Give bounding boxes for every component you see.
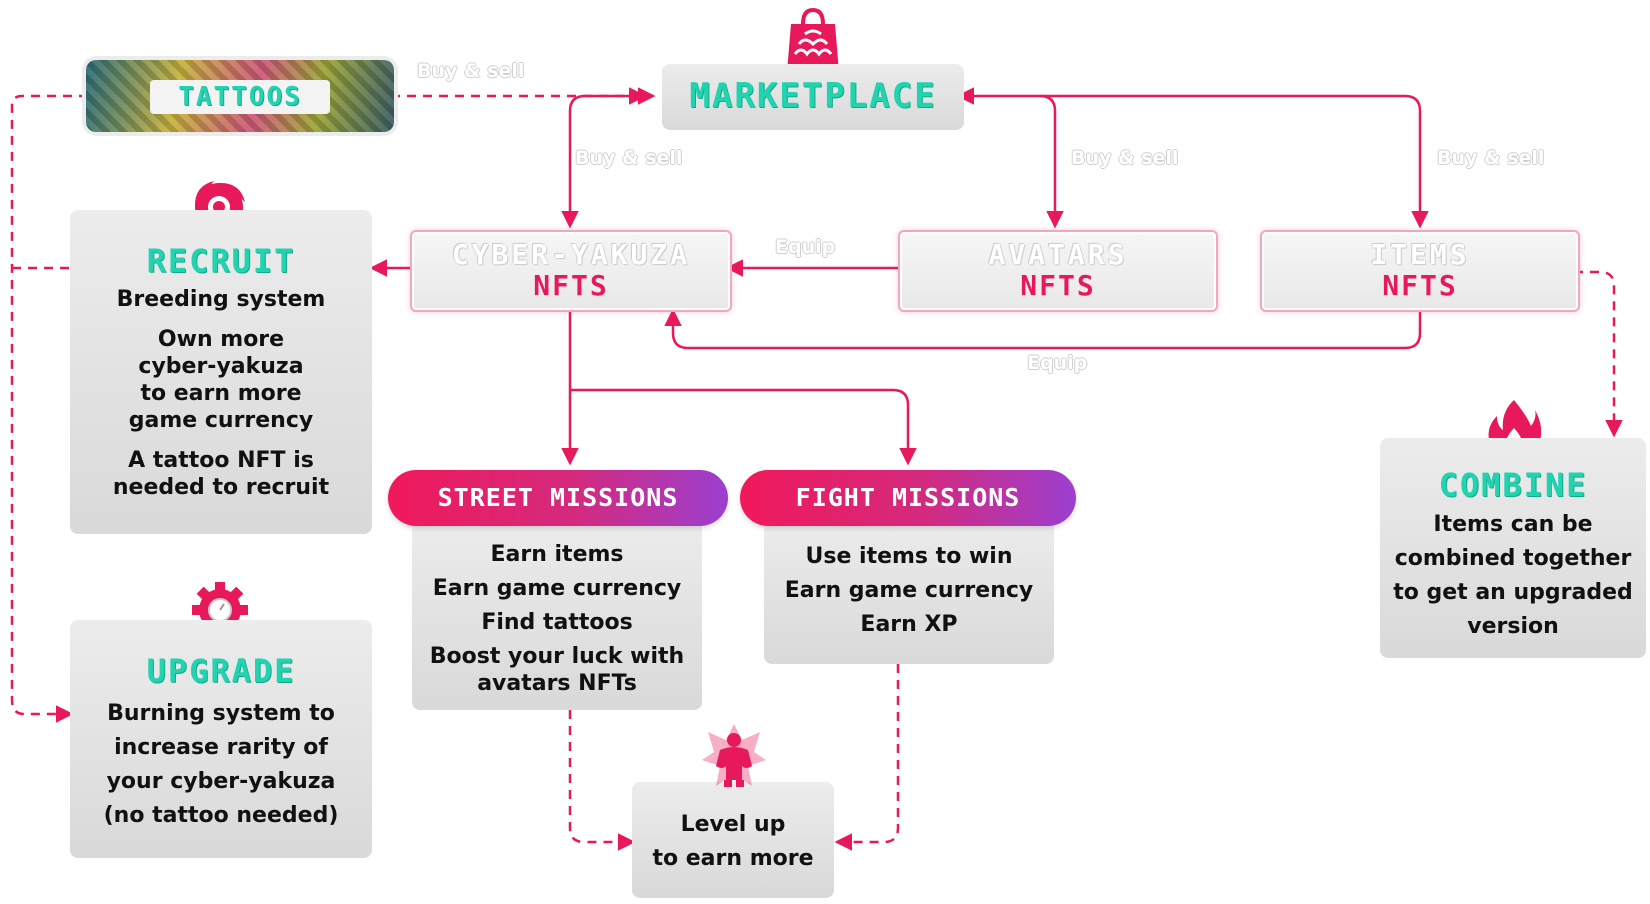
avatars-nfts-label: NFTS [1020, 269, 1096, 302]
street-missions-line: Earn items [490, 542, 624, 567]
combine-line: combined together [1394, 546, 1632, 571]
street-missions-button[interactable]: STREET MISSIONS [388, 470, 728, 526]
combine-line: Items can be [1433, 512, 1593, 537]
street-missions-line: Earn game currency [432, 576, 682, 601]
recruit-line: Own more [157, 327, 285, 352]
marketplace-box[interactable]: MARKETPLACE [662, 64, 964, 130]
fight-missions-description: Use items to win Earn game currency Earn… [764, 540, 1054, 642]
avatars-label: AVATARS [988, 238, 1128, 271]
combine-line: version [1467, 614, 1559, 639]
tattoos-title: TATTOOS [178, 82, 302, 112]
fight-missions-line: Earn XP [860, 612, 958, 637]
upgrade-line: (no tattoo needed) [103, 803, 339, 828]
marketplace-items-edge [1040, 94, 1429, 229]
combine-line: to get an upgraded [1393, 580, 1633, 605]
recruit-line: Breeding system [116, 287, 326, 312]
recruit-description: Breeding system Own more cyber-yakuza to… [70, 286, 372, 501]
fight-missions-box: Use items to win Earn game currency Earn… [764, 518, 1054, 664]
recruit-line: needed to recruit [112, 475, 330, 500]
street-missions-box: Earn items Earn game currency Find tatto… [412, 518, 702, 710]
combine-description: Items can be combined together to get an… [1380, 508, 1646, 644]
fight-missions-line: Earn game currency [784, 578, 1034, 603]
street-levelup-dashed-edge [568, 710, 636, 851]
recruit-title: RECRUIT [146, 242, 296, 280]
upgrade-line: increase rarity of [114, 735, 328, 760]
items-label: ITEMS [1370, 238, 1470, 271]
street-missions-line: Boost your luck with [429, 644, 685, 669]
recruit-box: RECRUIT Breeding system Own more cyber-y… [70, 210, 372, 534]
cyber-yakuza-nfts-label: NFTS [533, 269, 609, 302]
marketplace-title: MARKETPLACE [689, 76, 937, 116]
level-up-line: to earn more [652, 846, 814, 871]
avatars-nfts-box[interactable]: AVATARS NFTS [898, 230, 1218, 312]
edge-label-equip-items: Equip [1027, 352, 1088, 374]
fight-missions-button[interactable]: FIGHT MISSIONS [740, 470, 1076, 526]
level-up-line: Level up [680, 812, 786, 837]
street-missions-description: Earn items Earn game currency Find tatto… [412, 538, 702, 696]
edge-label-buy-sell-cyber: Buy & sell [575, 147, 683, 169]
recruit-line: game currency [128, 408, 314, 433]
items-cyber-equip-edge [664, 308, 1422, 350]
recruit-line: cyber-yakuza [138, 354, 304, 379]
tattoos-left-dashed-edge [10, 94, 88, 723]
recruit-line: A tattoo NFT is [128, 448, 314, 473]
fighter-icon [702, 722, 766, 788]
upgrade-box: UPGRADE Burning system to increase rarit… [70, 620, 372, 858]
items-combine-dashed-edge [1574, 270, 1623, 438]
upgrade-line: your cyber-yakuza [106, 769, 336, 794]
level-up-description: Level up to earn more [632, 808, 834, 876]
fight-missions-line: Use items to win [805, 544, 1013, 569]
level-up-box: Level up to earn more [632, 782, 834, 898]
upgrade-description: Burning system to increase rarity of you… [70, 697, 372, 833]
recruit-line: to earn more [140, 381, 302, 406]
edge-label-equip-avatars: Equip [775, 236, 836, 258]
tattoos-banner[interactable]: TATTOOS [86, 60, 394, 132]
edge-label-buy-sell-tattoos: Buy & sell [417, 60, 525, 82]
street-missions-line: Find tattoos [481, 610, 633, 635]
edge-label-buy-sell-items: Buy & sell [1437, 147, 1545, 169]
items-nfts-label: NFTS [1382, 269, 1458, 302]
combine-title: COMBINE [1438, 466, 1588, 504]
cyber-yakuza-nfts-box[interactable]: CYBER-YAKUZA NFTS [410, 230, 732, 312]
items-nfts-box[interactable]: ITEMS NFTS [1260, 230, 1580, 312]
fight-levelup-dashed-edge [834, 664, 900, 851]
street-missions-line: avatars NFTs [477, 671, 637, 696]
shopping-bag-icon [785, 6, 841, 74]
marketplace-cyber-edge [561, 87, 656, 229]
combine-box: COMBINE Items can be combined together t… [1380, 438, 1646, 658]
marketplace-avatars-edge [956, 87, 1064, 229]
cyber-fight-edge [570, 388, 917, 466]
upgrade-title: UPGRADE [146, 652, 296, 690]
cyber-yakuza-label: CYBER-YAKUZA [451, 238, 691, 271]
upgrade-line: Burning system to [107, 701, 335, 726]
edge-label-buy-sell-avatars: Buy & sell [1071, 147, 1179, 169]
